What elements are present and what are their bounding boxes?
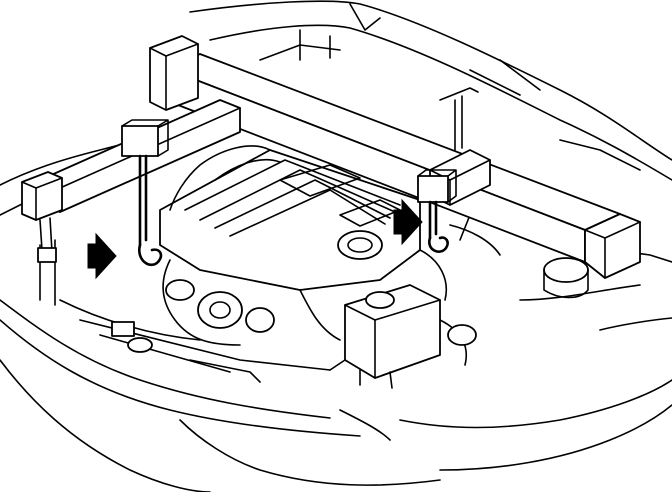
hood — [189, 0, 672, 181]
engine-assembly — [159, 145, 501, 346]
arrow-right-lift-hook — [393, 198, 423, 246]
battery — [329, 284, 477, 389]
lift-hook-left — [121, 119, 169, 267]
support-fixture-crossbeam — [149, 35, 641, 279]
coolant-reservoir — [543, 257, 589, 299]
arrow-left-lift-hook — [87, 232, 117, 280]
lift-hook-right — [417, 169, 457, 253]
radiator-support — [79, 319, 391, 441]
